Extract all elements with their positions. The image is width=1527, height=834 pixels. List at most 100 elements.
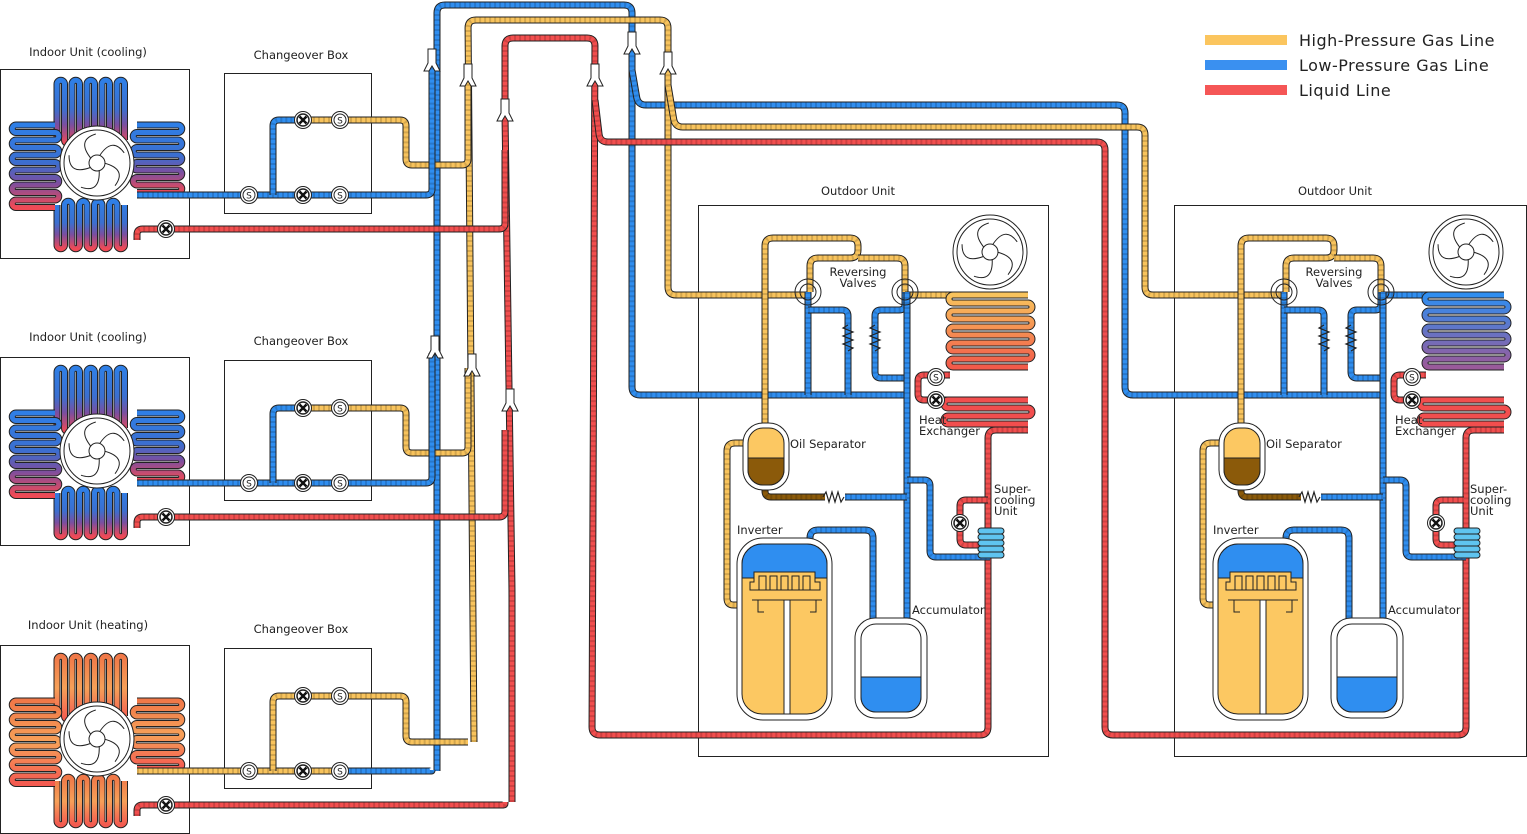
- fan-hub: [88, 442, 106, 460]
- fan-blade: [961, 244, 985, 260]
- valve-symbol: S: [933, 374, 939, 384]
- changeover-2-branch-texture: [270, 405, 303, 483]
- outdoor-2-label-supercooling_3: Unit: [1470, 504, 1494, 518]
- indoor-unit-3-coil-bottom: [53, 773, 128, 829]
- fan-hub: [88, 730, 106, 748]
- indoor-unit-2-fan-icon: [59, 413, 135, 489]
- legend-label-low-pressure: Low-Pressure Gas Line: [1299, 56, 1489, 75]
- valve-symbol: S: [246, 480, 252, 490]
- outdoor-1-accumulator: [854, 617, 928, 719]
- outdoor-2-heat-exchanger-coil-fill: [1422, 292, 1511, 370]
- indoor-unit-3-coil-left-outline: [8, 697, 63, 787]
- fan-blade: [84, 133, 96, 160]
- high-pressure-trunk-outdoor-1-fill: [465, 17, 808, 743]
- indoor-unit-2-coil-right: [129, 409, 186, 484]
- outdoor-1-accumulator-outlet-fill: [807, 527, 876, 690]
- outdoor-2-oil-return-texture: [1238, 480, 1301, 500]
- valve-body: [929, 370, 943, 384]
- outdoor-1-label-accumulator: Accumulator: [912, 603, 985, 617]
- indoor-unit-2-coil-left-fill: [9, 410, 62, 498]
- valve-symbol: S: [337, 768, 343, 778]
- outdoor-2-inverter-compressor: [1212, 537, 1309, 721]
- outdoor-2-compressor-discharge-fill: [1200, 440, 1226, 608]
- valve-body: [333, 113, 347, 127]
- reversing-valve-ring: [1270, 278, 1298, 306]
- valve-cross: [298, 478, 308, 488]
- scroll-vane: [1256, 575, 1265, 590]
- indoor-unit-2-coil-bottom: [53, 485, 128, 541]
- changeover-3-low-out-texture: [340, 768, 435, 774]
- outdoor-1-label-inverter: Inverter: [737, 523, 783, 537]
- reversing-valve-ring: [794, 278, 822, 306]
- outdoor-2-fan-icon: [1428, 214, 1504, 290]
- outdoor-1-valve1-pilot-texture: [808, 307, 851, 395]
- indoor-2-liquid-line-texture: [134, 430, 508, 528]
- changeover-3-high-out: [340, 692, 468, 746]
- pipe-splitter-fitting: [426, 335, 444, 359]
- legend-label-high-pressure: High-Pressure Gas Line: [1299, 31, 1495, 50]
- outdoor-1-valve1-pilot-outline: [808, 306, 852, 395]
- outdoor-2-valve1-pilot-fill: [1284, 307, 1327, 395]
- outdoor-2-hx-expansion-valve-icon: [1403, 391, 1421, 409]
- changeover-box-1: [224, 73, 372, 214]
- supercool-coil-turn: [1453, 527, 1481, 535]
- valve-body: [1405, 370, 1419, 384]
- outdoor-unit-1: [698, 205, 1049, 757]
- valve-symbol: S: [337, 693, 343, 703]
- outdoor-2-oil-capillary-icon: [1298, 489, 1321, 505]
- changeover-3-solenoid-valve-3-icon: S: [331, 762, 349, 780]
- outdoor-2-label-supercooling_1: Super-: [1470, 482, 1507, 496]
- outdoor-1-discharge-line-2: [858, 254, 909, 292]
- outdoor-2-accumulator-outlet-texture: [1283, 527, 1352, 690]
- fan-blade: [1453, 222, 1465, 249]
- outdoor-2-label-accumulator: Accumulator: [1388, 603, 1461, 617]
- indoor-unit-2-coil-left-outline: [8, 409, 63, 499]
- fan-blade: [84, 709, 96, 736]
- outdoor-2-compressor-discharge-texture: [1200, 440, 1226, 608]
- scroll-vane: [769, 575, 778, 590]
- low-pressure-trunk-outdoor-1-fill: [434, 2, 907, 771]
- outdoor-2-label-heat_exchanger_2: Exchanger: [1395, 424, 1456, 438]
- indoor-unit-1-coil-right: [129, 121, 186, 196]
- valve-symbol: S: [337, 117, 343, 127]
- outdoor-2-supercool-expansion-valve-icon: [1427, 514, 1445, 532]
- changeover-box-3: [224, 648, 372, 789]
- valve-body: [242, 764, 256, 778]
- changeover-2-expansion-valve-2-icon: [294, 474, 312, 492]
- fan-blade: [98, 432, 125, 445]
- pipe-splitter-fitting: [423, 48, 441, 72]
- changeover-3-solenoid-valve-2-icon: S: [331, 687, 349, 705]
- valve-cross: [161, 800, 171, 810]
- liquid-trunk-outdoor-1-fill: [502, 35, 1028, 802]
- indoor-unit-2-title: Indoor Unit (cooling): [29, 330, 147, 344]
- outdoor-1-accumulator-outlet: [806, 526, 877, 690]
- outdoor-2-oil-separator: [1218, 422, 1266, 491]
- pipe-splitter-fitting: [463, 353, 481, 377]
- outdoor-1-accumulator-outlet-texture: [807, 527, 876, 690]
- accumulator-liquid: [860, 676, 922, 713]
- outdoor-1-inverter-compressor: [736, 537, 833, 721]
- outdoor-1-heat-exchanger-liquid-coil: [940, 396, 1036, 428]
- valve-symbol: S: [246, 192, 252, 202]
- changeover-3-high-out-texture: [340, 693, 468, 745]
- pipe-splitter-fitting: [623, 31, 641, 55]
- outdoor-2-supercooling-coil-icon: [1453, 527, 1481, 559]
- outdoor-1-heat-exchanger-coil: [945, 291, 1036, 371]
- liquid-branch-outdoor-2-fill: [592, 99, 1504, 738]
- pipe-splitter-fitting: [659, 51, 677, 75]
- indoor-unit-1-coil-bottom-fill: [54, 198, 127, 252]
- valve-symbol: S: [337, 480, 343, 490]
- outdoor-2-label-reversing_2: Valves: [1315, 276, 1352, 290]
- accumulator-liquid: [1336, 676, 1398, 713]
- supercool-coil-turn: [977, 539, 1005, 547]
- compressor-suction-chamber: [1217, 543, 1304, 579]
- outdoor-1-capillary-coil-icon: [868, 324, 882, 352]
- reversing-valve-ring: [1367, 278, 1395, 306]
- oil-level: [747, 457, 785, 486]
- outdoor-2-heat-exchanger-coil: [1421, 291, 1512, 371]
- outdoor-2-compressor-discharge: [1199, 439, 1226, 609]
- changeover-1-branch-texture: [270, 117, 303, 195]
- outdoor-1-fan-icon: [952, 214, 1028, 290]
- changeover-1-solenoid-valve-1-icon: S: [240, 186, 258, 204]
- fan-blade: [977, 222, 989, 249]
